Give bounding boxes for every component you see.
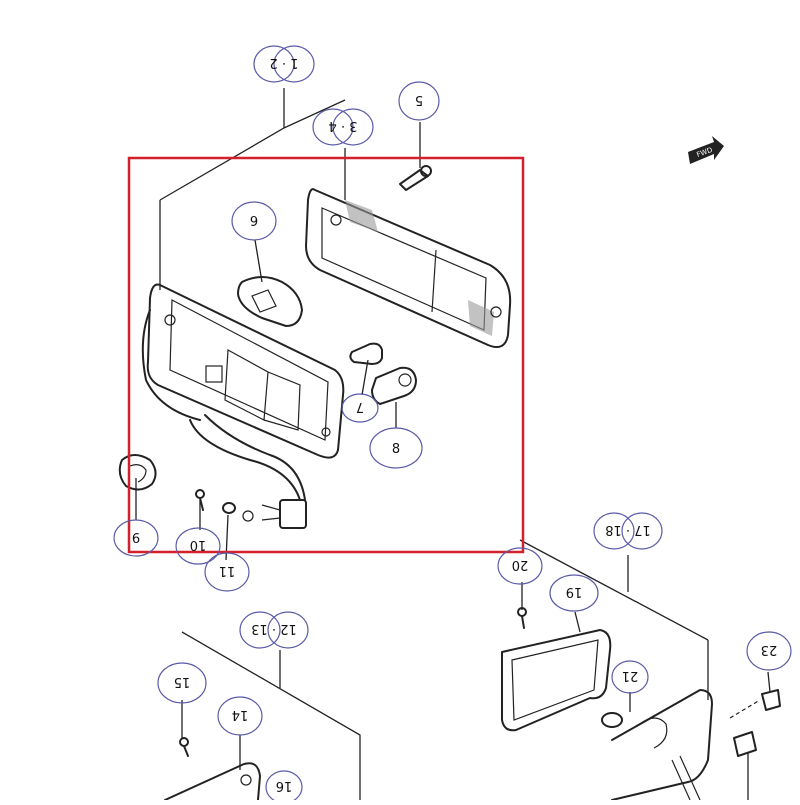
- callout-23-label: 23: [761, 642, 778, 657]
- front-arrow-icon: FWD: [688, 136, 724, 164]
- callout-17-18-label: 17 · 18: [605, 522, 650, 537]
- callout-6: 6: [113, 519, 159, 557]
- callout-8-label: 8: [392, 442, 400, 457]
- socket-8-part: [371, 366, 417, 405]
- callout-12-13: 12 · 13: [239, 611, 309, 649]
- callout-20-label: 20: [512, 557, 529, 572]
- highlight-box: [127, 156, 525, 554]
- grommet-6-part: [118, 454, 157, 491]
- callout-14-label: 14: [232, 707, 249, 722]
- callout-9: 9: [231, 201, 277, 241]
- callout-1-2-label: 1 · 2: [270, 55, 299, 70]
- callout-7-label: 7: [356, 399, 364, 414]
- callout-19-label: 19: [566, 584, 583, 599]
- callout-3-4: 3 · 4: [312, 108, 374, 146]
- callout-20: 20: [497, 547, 543, 585]
- lens-part: [305, 188, 512, 348]
- bulb-9-part: [237, 276, 303, 327]
- callout-11: 11: [204, 552, 250, 592]
- callout-10-label: 10: [190, 537, 207, 552]
- callout-3-4-label: 3 · 4: [329, 118, 358, 133]
- callout-16-label: 16: [276, 778, 293, 793]
- callout-21-label: 21: [622, 668, 639, 683]
- screw-15-part: [179, 737, 189, 757]
- callout-21: 21: [611, 660, 649, 694]
- lamp-17-18-part: [501, 629, 713, 801]
- callout-15: 15: [157, 662, 207, 704]
- lamp-12-13-part: [164, 762, 261, 801]
- screw-20-part: [517, 607, 527, 629]
- screw-5-part: [399, 165, 432, 191]
- callout-5-label: 5: [415, 92, 423, 107]
- callout-5: 5: [398, 81, 440, 121]
- callout-14: 14: [217, 696, 263, 736]
- callout-19: 19: [549, 574, 599, 612]
- part-23: [729, 689, 781, 757]
- leader-lines: [135, 88, 771, 800]
- callout-1-2: 1 · 2: [253, 45, 315, 83]
- callout-9-label: 9: [250, 215, 258, 230]
- callout-12-13-label: 12 · 13: [251, 621, 296, 636]
- callout-8: 8: [369, 427, 423, 469]
- callout-7: 7: [341, 393, 379, 423]
- screw-10-part: [195, 489, 205, 511]
- housing-part: [141, 283, 345, 529]
- bulb-21-part: [601, 712, 623, 728]
- callout-23: 23: [746, 631, 792, 671]
- callout-6-label: 6: [132, 532, 140, 547]
- bulb-7-part: [349, 342, 383, 365]
- callout-15-label: 15: [174, 674, 191, 689]
- callout-17-18: 17 · 18: [593, 512, 663, 550]
- callout-16: 16: [265, 770, 303, 804]
- washer-11-part: [222, 502, 236, 514]
- callout-10: 10: [175, 527, 221, 565]
- callout-11-label: 11: [219, 563, 236, 578]
